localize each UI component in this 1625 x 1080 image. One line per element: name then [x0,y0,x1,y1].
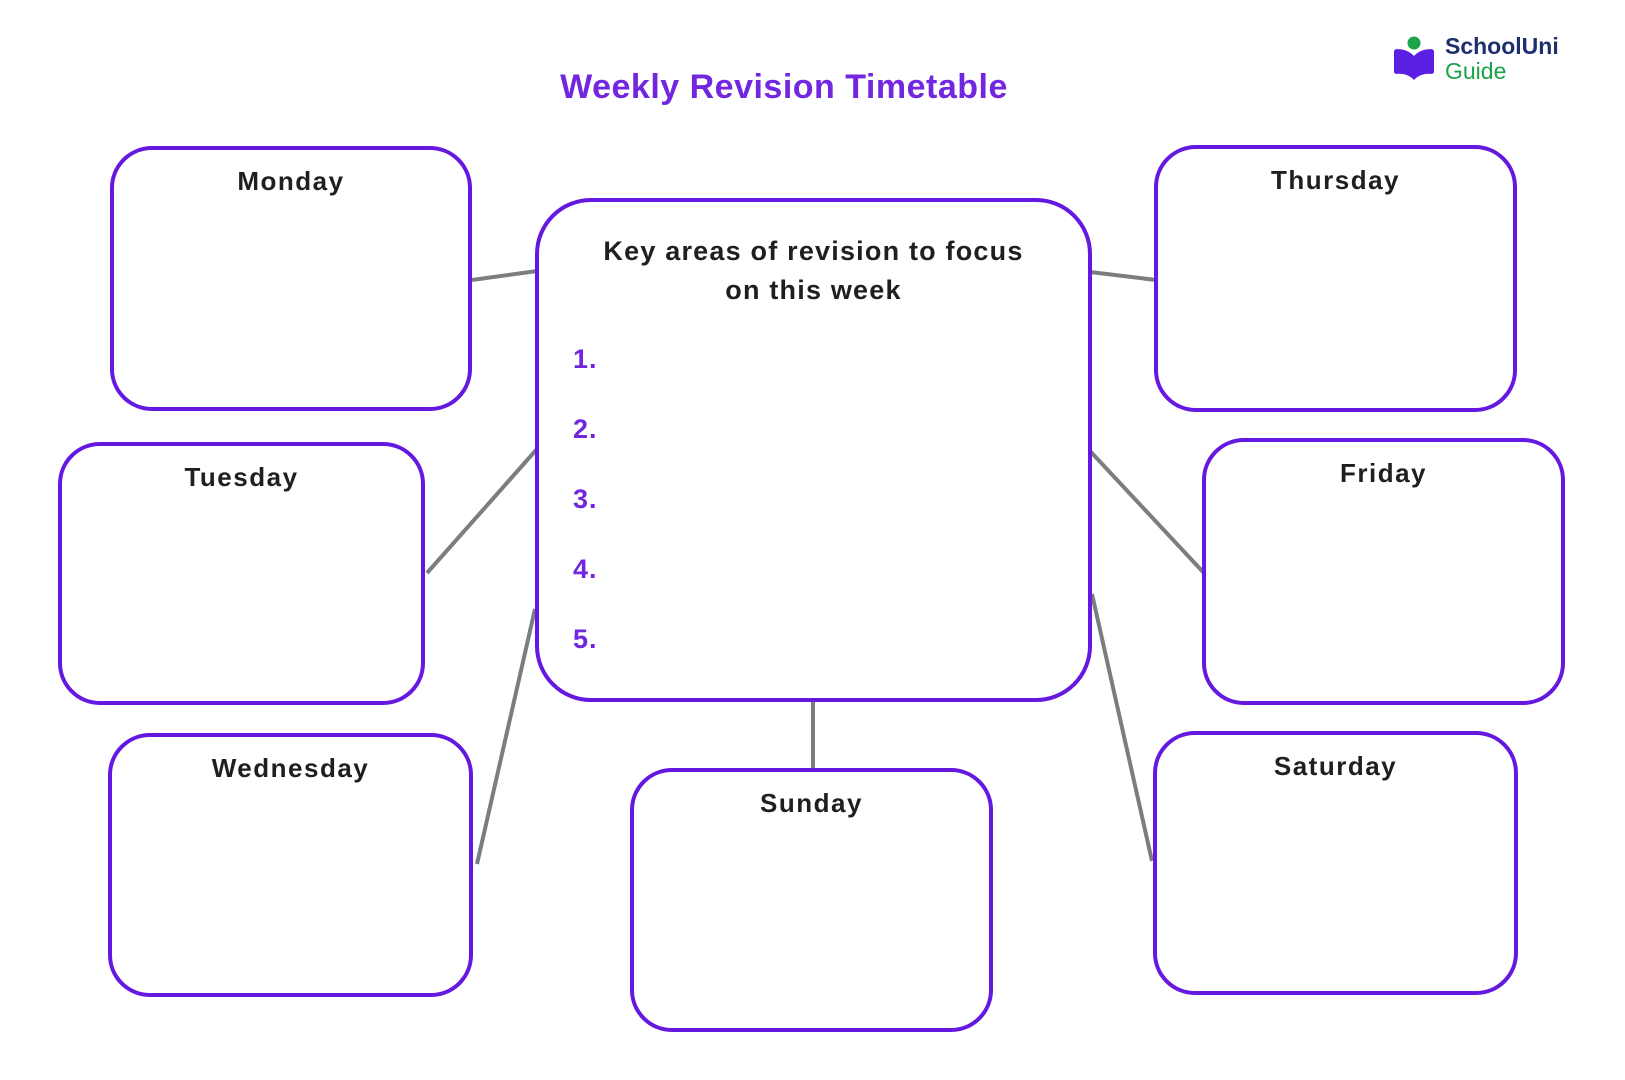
logo: SchoolUni Guide [1392,30,1559,84]
page-title: Weekly Revision Timetable [560,68,1008,106]
connector-friday [1088,449,1206,575]
key-areas-heading: Key areas of revision to focus on this w… [603,236,1024,305]
list-number-4: 4. [573,554,598,584]
key-areas-list: 1. 2. 3. 4. 5. [539,346,1088,653]
connector-thursday [1089,270,1157,282]
day-box-tuesday: Tuesday [58,442,425,705]
day-box-monday: Monday [110,146,472,411]
day-label-tuesday: Tuesday [184,462,299,492]
logo-text-secondary: Guide [1445,58,1507,84]
day-label-sunday: Sunday [760,788,863,818]
day-label-wednesday: Wednesday [211,753,370,783]
list-number-5: 5. [573,624,598,654]
day-label-monday: Monday [237,166,345,196]
key-areas-box: Key areas of revision to focus on this w… [535,198,1092,702]
connector-monday [471,269,538,282]
list-number-1: 1. [573,344,598,374]
logo-text: SchoolUni Guide [1445,34,1559,84]
day-box-friday: Friday [1202,438,1565,705]
list-number-2: 2. [573,414,598,444]
day-box-saturday: Saturday [1153,731,1518,995]
day-box-sunday: Sunday [630,768,993,1032]
connector-saturday [1090,593,1154,862]
connector-wednesday [475,608,537,865]
connector-tuesday [425,447,539,575]
day-label-thursday: Thursday [1270,165,1401,195]
day-box-wednesday: Wednesday [108,733,473,997]
list-number-3: 3. [573,484,598,514]
logo-text-primary: SchoolUni [1445,33,1559,59]
day-box-thursday: Thursday [1154,145,1517,412]
day-label-saturday: Saturday [1273,751,1398,781]
open-book-reader-icon [1394,36,1434,80]
day-label-friday: Friday [1339,458,1428,488]
